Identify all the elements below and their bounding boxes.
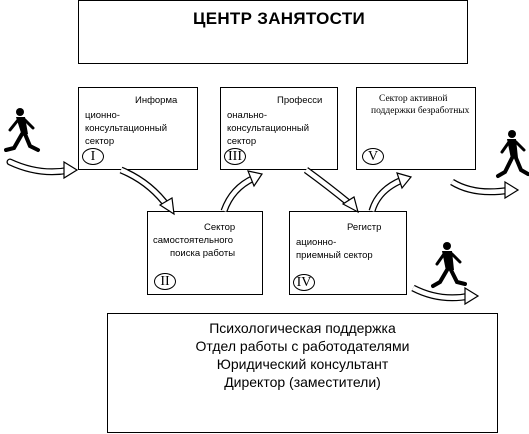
- services-box: Психологическая поддержка Отдел работы с…: [107, 313, 498, 433]
- sector-3-line-4: сектор: [227, 136, 257, 147]
- sector-3-line-3: консультационный: [227, 123, 310, 134]
- sector-2-line-3: поиска работы: [170, 248, 236, 259]
- title-box: ЦЕНТР ЗАНЯТОСТИ: [78, 0, 468, 64]
- service-line-4: Директор (заместители): [224, 374, 381, 390]
- service-line-1: Психологическая поддержка: [209, 320, 396, 336]
- sector-4-line-3: приемный сектор: [296, 250, 373, 261]
- sector-1-numeral: I: [82, 148, 104, 165]
- service-line-2: Отдел работы с работодателями: [195, 338, 410, 354]
- sector-3-line-2: онально-: [227, 110, 267, 121]
- sector-4-line-1: Регистр: [347, 222, 382, 233]
- sector-2-numeral: II: [154, 273, 176, 290]
- exit-arrow-bottom: [411, 284, 480, 306]
- sector-box-1: Информа ционно- консультационный сектор …: [78, 87, 198, 170]
- sector-1-line-3: консультационный: [85, 123, 168, 134]
- flow-arrow-2-3: [220, 170, 263, 213]
- sector-2-line-1: Сектор: [204, 222, 236, 233]
- sector-3-numeral: III: [224, 148, 246, 165]
- walking-person-icon: [4, 108, 40, 152]
- sector-3-line-1: Професси: [277, 95, 323, 106]
- exit-arrow-top: [450, 178, 520, 200]
- flow-arrow-1-2: [119, 166, 175, 216]
- walking-person-icon-exit-2: [431, 242, 467, 288]
- sector-1-line-2: ционно-: [85, 110, 120, 121]
- sector-4-line-2: ационно-: [296, 237, 337, 248]
- service-line-3: Юридический консультант: [216, 356, 389, 372]
- sector-box-2: Сектор самостоятельного поиска работы II: [147, 211, 263, 295]
- sector-box-5: Сектор активной поддержки безработных V: [356, 87, 476, 170]
- flow-arrow-4-5: [368, 172, 413, 213]
- walking-person-icon-exit: [496, 130, 529, 178]
- entry-arrow: [6, 158, 79, 180]
- sector-5-numeral: V: [362, 148, 384, 165]
- sector-1-line-4: сектор: [85, 136, 115, 147]
- sector-box-3: Професси онально- консультационный секто…: [220, 87, 338, 170]
- sector-5-line-1: Сектор активной: [379, 94, 448, 104]
- page-title: ЦЕНТР ЗАНЯТОСТИ: [193, 9, 366, 28]
- sector-box-4: Регистр ационно- приемный сектор IV: [289, 211, 407, 295]
- sector-4-numeral: IV: [293, 274, 315, 291]
- sector-2-line-2: самостоятельного: [153, 235, 234, 246]
- sector-5-line-2: поддержки безработных: [371, 106, 470, 116]
- sector-1-line-1: Информа: [135, 95, 178, 106]
- flow-arrow-3-4: [303, 167, 359, 214]
